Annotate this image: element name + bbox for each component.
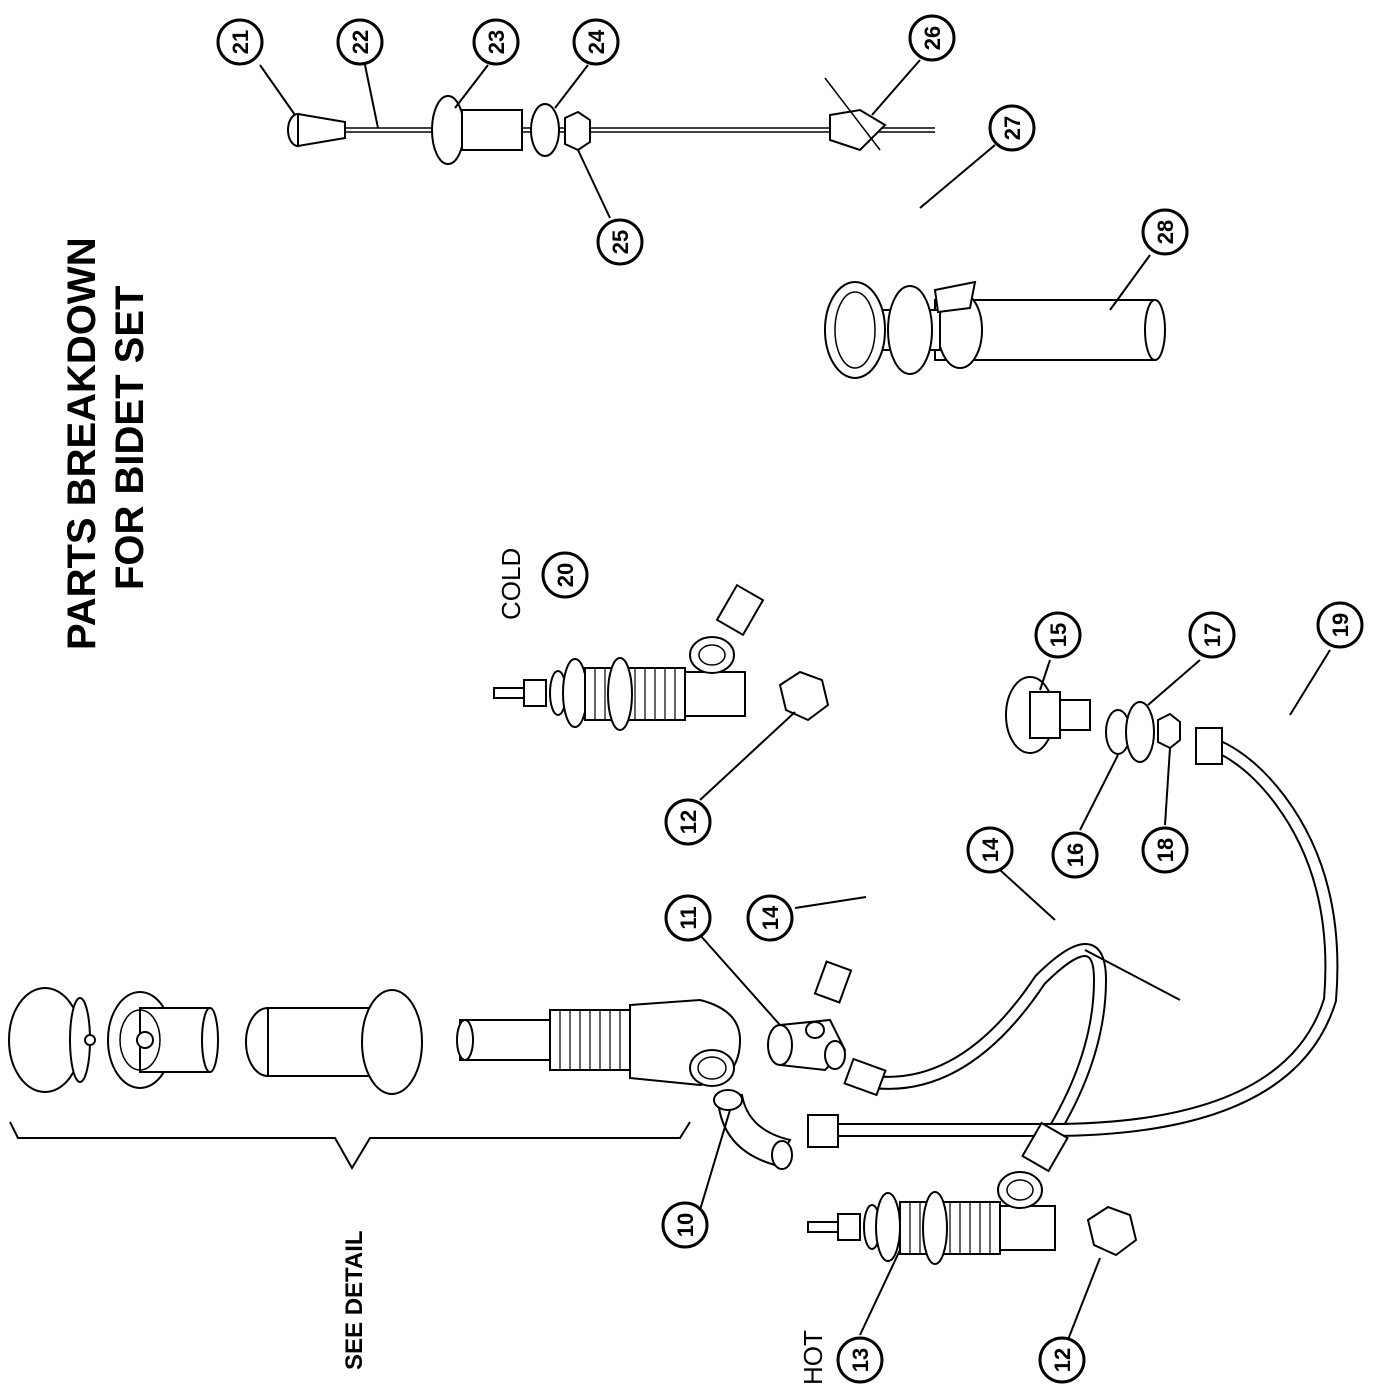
svg-text:15: 15 xyxy=(1046,623,1071,647)
callout-21: 21 xyxy=(216,18,264,66)
callout-28: 28 xyxy=(1141,208,1189,256)
callout-24: 24 xyxy=(572,18,620,66)
svg-text:25: 25 xyxy=(608,230,633,254)
part-20-cold-valve xyxy=(493,636,746,731)
callout-10: 10 xyxy=(661,1201,709,1249)
svg-text:28: 28 xyxy=(1153,220,1178,244)
callout-19: 19 xyxy=(1316,601,1364,649)
callout-26: 26 xyxy=(908,14,956,62)
detail-assembly xyxy=(8,987,742,1095)
callout-20: 20 xyxy=(541,551,589,599)
hot-label: HOT xyxy=(798,1330,828,1385)
svg-text:24: 24 xyxy=(584,29,609,54)
svg-text:12: 12 xyxy=(676,810,701,834)
callout-15: 15 xyxy=(1034,611,1082,659)
svg-text:21: 21 xyxy=(228,30,253,54)
svg-text:18: 18 xyxy=(1153,838,1178,862)
svg-text:19: 19 xyxy=(1328,613,1353,637)
part-10-elbow xyxy=(713,1089,793,1170)
title-line-1: PARTS BREAKDOWN xyxy=(60,237,104,650)
svg-text:14: 14 xyxy=(978,837,1003,862)
valve-threads xyxy=(559,1010,621,1070)
svg-text:13: 13 xyxy=(848,1348,873,1372)
svg-text:22: 22 xyxy=(348,30,373,54)
see-detail-label: SEE DETAIL xyxy=(341,1230,368,1370)
svg-text:12: 12 xyxy=(1050,1348,1075,1372)
callout-23: 23 xyxy=(472,18,520,66)
part-13-hot-valve xyxy=(807,1171,1056,1265)
callout-18: 18 xyxy=(1141,826,1189,874)
popup-rod-assembly xyxy=(287,77,957,291)
callout-12-upper: 12 xyxy=(664,798,712,846)
callout-13: 13 xyxy=(836,1336,884,1384)
svg-text:27: 27 xyxy=(1000,116,1025,140)
svg-text:26: 26 xyxy=(920,26,945,50)
parts-15-18 xyxy=(1005,676,1181,763)
part-11-tee xyxy=(767,1018,847,1072)
cold-valve-threads xyxy=(594,668,676,720)
callout-25: 25 xyxy=(596,218,644,266)
svg-text:20: 20 xyxy=(553,563,578,587)
part-12-nut-lower xyxy=(1086,1205,1138,1257)
callout-11: 11 xyxy=(664,894,712,942)
svg-text:11: 11 xyxy=(676,906,701,929)
svg-text:16: 16 xyxy=(1063,843,1088,867)
callout-14-upper: 14 xyxy=(746,894,794,942)
callout-12-lower: 12 xyxy=(1038,1336,1086,1384)
svg-text:10: 10 xyxy=(673,1213,698,1237)
callout-17: 17 xyxy=(1188,611,1236,659)
callout-14-lower: 14 xyxy=(966,826,1014,874)
hoses xyxy=(715,459,1339,1173)
svg-text:23: 23 xyxy=(484,30,509,54)
see-detail-bracket xyxy=(9,1121,691,1170)
callout-16: 16 xyxy=(1051,831,1099,879)
title-group: PARTS BREAKDOWN FOR BIDET SET xyxy=(60,237,152,650)
title-line-2: FOR BIDET SET xyxy=(108,286,152,590)
callout-27: 27 xyxy=(988,104,1036,152)
part-28-drain xyxy=(824,280,1166,379)
svg-text:17: 17 xyxy=(1200,623,1225,647)
callout-22: 22 xyxy=(336,18,384,66)
cold-label: COLD xyxy=(496,548,526,620)
svg-text:14: 14 xyxy=(758,905,783,930)
part-12-nut-upper xyxy=(778,670,830,722)
